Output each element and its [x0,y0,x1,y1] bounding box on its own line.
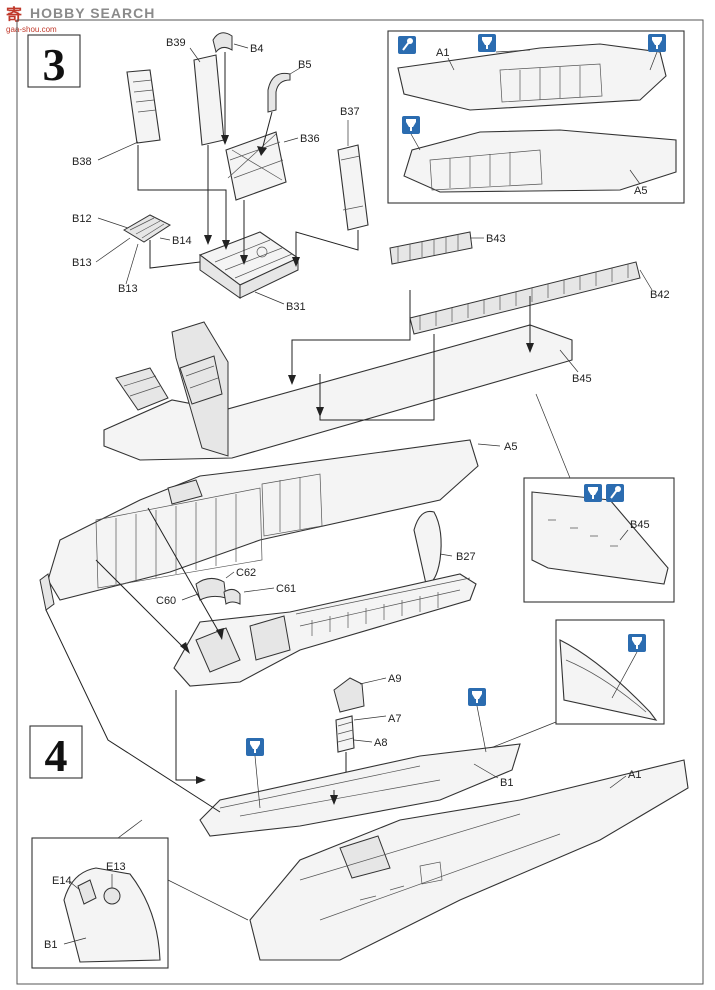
step-3-to-4-guides [95,507,224,654]
inset-label-e13: E13 [106,861,126,873]
part-a1-fuselage: A1 [249,759,689,961]
inset-top-right: A1 A5 [387,30,685,204]
label-b13-a: B13 [72,257,92,269]
inset-label-e14: E14 [52,875,72,887]
label-b5: B5 [298,59,311,71]
watermark-url: gaa-shou.com [6,25,57,34]
inset-b45-detail: B45 [523,393,675,603]
part-b12-b14-frame: B12 B13 B13 B14 [72,213,192,295]
part-b38: B38 [72,69,161,168]
label-a1: A1 [628,769,641,781]
part-c60-c61-c62: C62 C61 C60 [156,567,296,607]
part-b5: B5 [267,59,311,113]
inset-lower-right [459,619,665,761]
label-b36: B36 [300,133,320,145]
part-b43: B43 [389,231,506,265]
label-a9: A9 [388,673,401,685]
step-4-guide-lines [45,609,338,813]
glue-tube-icon [628,634,646,652]
label-b45: B45 [572,373,592,385]
label-b4: B4 [250,43,263,55]
glue-drop-icon [397,35,417,55]
label-b39: B39 [166,37,186,49]
label-a7: A7 [388,713,401,725]
inset-label-b1: B1 [44,939,57,951]
label-b27: B27 [456,551,476,563]
watermark-logo: 寄 HOBBY SEARCH gaa-shou.com [6,5,155,34]
label-a5: A5 [504,441,517,453]
step-4-number: 4 [45,730,68,781]
label-a8: A8 [374,737,387,749]
assembled-floor-b45 [173,573,477,687]
glue-tube-icon [478,34,496,52]
part-b39: B39 [166,37,225,146]
inset-label-a5: A5 [634,185,647,197]
glue-tube-icon [584,484,602,502]
label-c61: C61 [276,583,296,595]
label-b13-b: B13 [118,283,138,295]
part-b45-floor: B45 [103,321,592,461]
step-3-guide-lines [137,52,359,269]
label-b14: B14 [172,235,192,247]
page-frame [16,19,704,985]
label-b37: B37 [340,106,360,118]
glue-tube-icon [402,116,420,134]
label-c60: C60 [156,595,176,607]
label-b12: B12 [72,213,92,225]
part-b4: B4 [212,32,263,55]
glue-drop-icon [605,483,625,503]
label-b31: B31 [286,301,306,313]
label-b1: B1 [500,777,513,789]
step-3-number: 3 [43,39,66,90]
part-b37: B37 [337,106,369,231]
part-b27: B27 [413,510,476,585]
glue-tube-icon [246,738,264,756]
step-4-badge: 4 [29,725,83,781]
step-3-floor-guides [288,290,534,421]
part-a9-a7-a8: A9 A7 A8 [333,673,401,790]
part-a5-fuselage: A5 [39,439,517,611]
inset-label-b45: B45 [630,519,650,531]
watermark-cn: 寄 [6,5,22,24]
part-b1: B1 [199,688,521,837]
part-b31-floor: B31 [198,231,306,313]
label-b42: B42 [650,289,670,301]
label-b38: B38 [72,156,92,168]
glue-tube-icon [648,34,666,52]
glue-tube-icon [468,688,486,706]
label-c62: C62 [236,567,256,579]
inset-bottom-left: E13 E14 B1 [31,819,249,969]
part-b36: B36 [225,131,320,201]
inset-label-a1: A1 [436,47,449,59]
part-b42: B42 [409,261,670,335]
label-b43: B43 [486,233,506,245]
watermark-brand: HOBBY SEARCH [30,5,155,21]
step-3-badge: 3 [27,34,81,90]
